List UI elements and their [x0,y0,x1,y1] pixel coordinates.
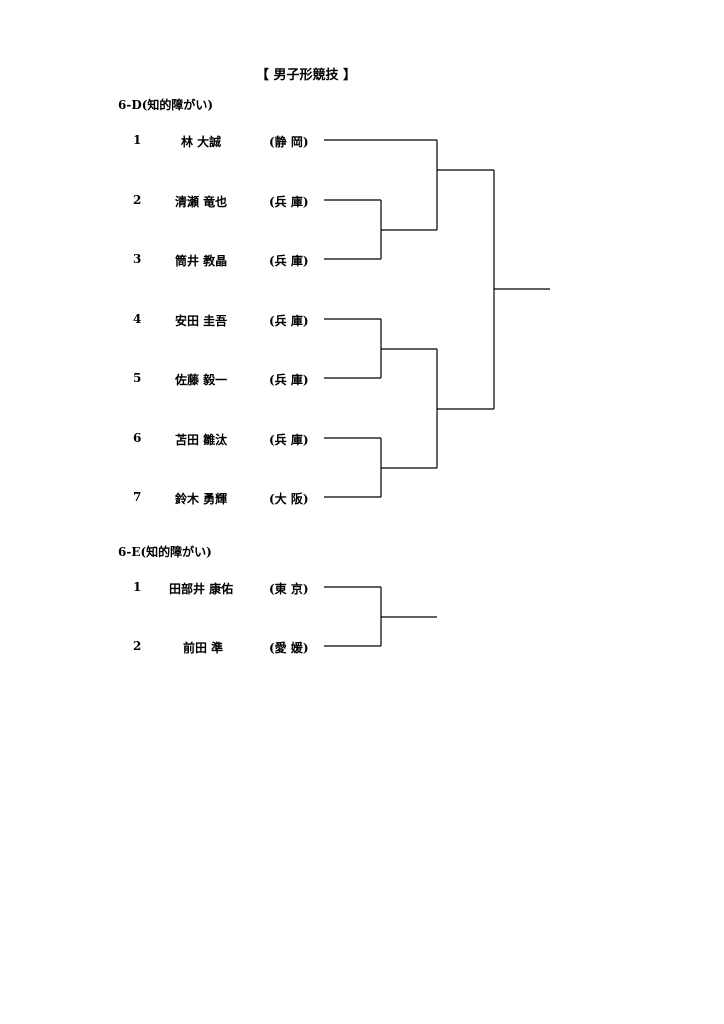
prefecture: (兵 庫) [269,195,309,209]
competitor-name: 佐藤 毅一 [175,373,228,387]
prefecture: (兵 庫) [269,373,309,387]
seed-number: 2 [133,193,142,207]
entry-row: 3 筒井 教晶 (兵 庫) [0,252,330,272]
competitor-name: 林 大誠 [181,135,222,149]
competitor-name: 筒井 教晶 [175,254,228,268]
entry-row: 5 佐藤 毅一 (兵 庫) [0,371,330,391]
section-label-6e: 6-E(知的障がい) [118,545,212,559]
seed-number: 1 [133,133,142,147]
prefecture: (静 岡) [269,135,309,149]
seed-number: 7 [133,490,142,504]
prefecture: (大 阪) [269,492,309,506]
seed-number: 3 [133,252,142,266]
seed-number: 2 [133,639,142,653]
entry-row: 7 鈴木 勇輝 (大 阪) [0,490,330,510]
page-title: 【 男子形競技 】 [255,68,357,83]
seed-number: 5 [133,371,142,385]
competitor-name: 前田 準 [183,641,224,655]
entry-row: 4 安田 圭吾 (兵 庫) [0,312,330,332]
competitor-name: 田部井 康佑 [169,582,234,596]
competitor-name: 鈴木 勇輝 [175,492,228,506]
competitor-name: 苫田 雛汰 [175,433,228,447]
seed-number: 4 [133,312,142,326]
entry-row: 1 林 大誠 (静 岡) [0,133,330,153]
prefecture: (兵 庫) [269,433,309,447]
prefecture: (愛 媛) [269,641,309,655]
competitor-name: 清瀬 竜也 [175,195,228,209]
prefecture: (兵 庫) [269,314,309,328]
seed-number: 1 [133,580,142,594]
entry-row: 6 苫田 雛汰 (兵 庫) [0,431,330,451]
entry-row: 2 前田 準 (愛 媛) [0,639,330,659]
competitor-name: 安田 圭吾 [175,314,228,328]
seed-number: 6 [133,431,142,445]
entry-row: 2 清瀬 竜也 (兵 庫) [0,193,330,213]
entry-row: 1 田部井 康佑 (東 京) [0,580,330,600]
prefecture: (東 京) [269,582,309,596]
section-label-6d: 6-D(知的障がい) [118,98,214,112]
prefecture: (兵 庫) [269,254,309,268]
